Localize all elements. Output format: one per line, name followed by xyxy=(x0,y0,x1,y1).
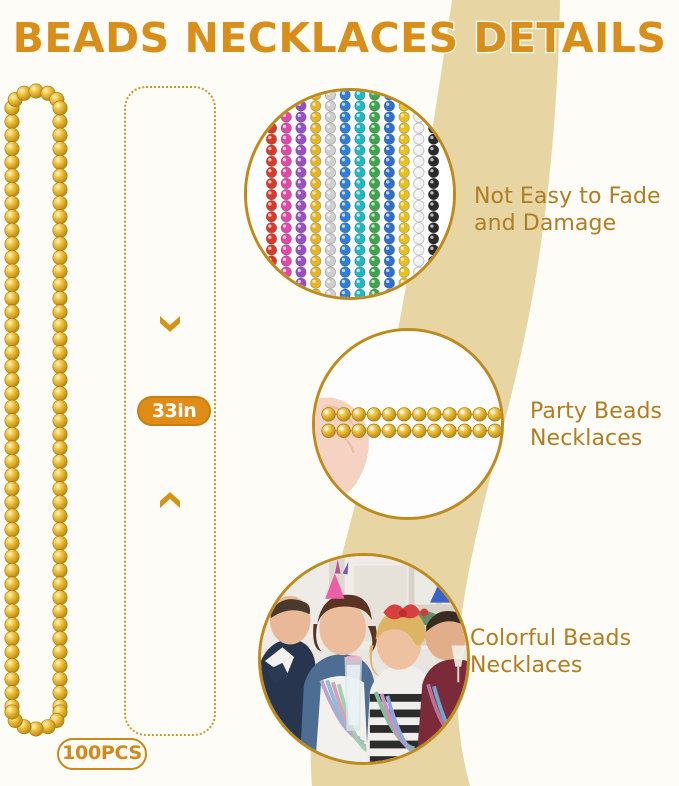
caption-fade-line1: Not Easy to Fade xyxy=(474,184,661,209)
length-badge: 33in xyxy=(137,396,211,426)
caption-party-line2: Necklaces xyxy=(530,426,643,451)
caption-party: Party Beads Necklaces xyxy=(530,398,679,452)
length-measure-bracket xyxy=(116,82,224,742)
feature-image-party xyxy=(312,328,504,520)
page-title: BEADS NECKLACES DETAILS xyxy=(11,13,667,64)
chevron-down-icon xyxy=(160,316,180,332)
rainbow-bead-strands-photo xyxy=(247,91,453,297)
quantity-badge: 100PCS xyxy=(57,738,147,770)
caption-colorful: Colorful Beads Necklaces xyxy=(470,625,675,679)
caption-party-line1: Party Beads xyxy=(530,399,663,424)
feature-image-colorful xyxy=(258,553,470,765)
hands-holding-gold-beads-photo xyxy=(315,331,501,517)
gold-bead-necklace-loop-icon xyxy=(4,83,68,737)
caption-colorful-line1: Colorful Beads xyxy=(470,626,632,651)
feature-image-fade xyxy=(244,88,456,300)
four-people-party-wearing-beads-photo xyxy=(261,556,467,762)
caption-fade-line2: and Damage xyxy=(474,211,617,236)
chevron-up-icon xyxy=(160,492,180,508)
dotted-outline xyxy=(124,86,216,736)
caption-colorful-line2: Necklaces xyxy=(470,653,583,678)
caption-fade: Not Easy to Fade and Damage xyxy=(474,183,679,237)
